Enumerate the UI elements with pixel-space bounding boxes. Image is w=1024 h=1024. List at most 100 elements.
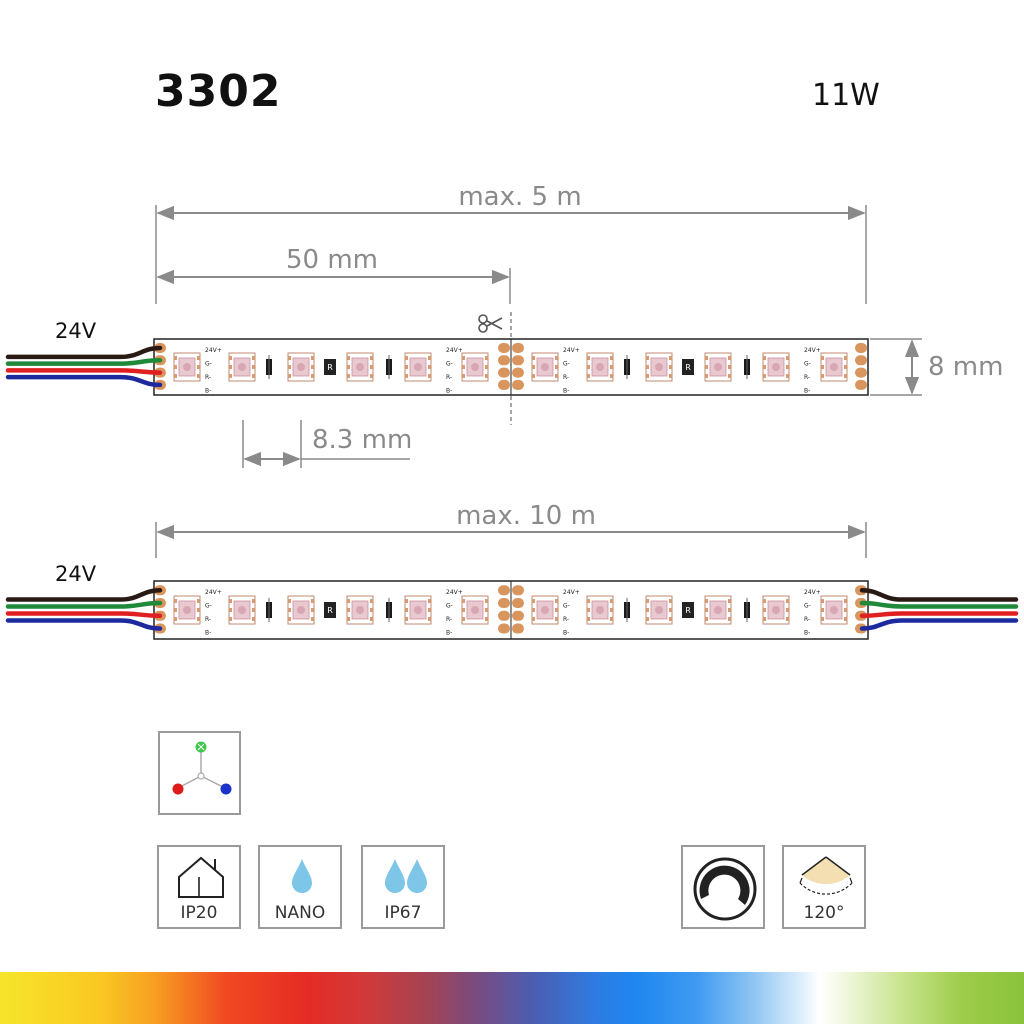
solder-pad	[498, 379, 510, 390]
smd-led	[461, 595, 489, 625]
solder-pad	[498, 585, 510, 596]
pad-label: R-	[205, 616, 211, 623]
led-strip-1: 24V+G-R-B-24V+G-R-B-24V+G-R-B-24V+G-R-B-…	[5, 338, 869, 396]
pad-label: R-	[563, 616, 569, 623]
double-drop-icon	[385, 859, 427, 893]
pad-label: 24V+	[446, 589, 463, 596]
pad-label: B-	[804, 388, 810, 395]
smd-led	[173, 352, 201, 382]
water-drop-icon	[292, 859, 312, 893]
solder-pad	[498, 367, 510, 378]
smd-led	[762, 595, 790, 625]
solder-pad	[512, 585, 524, 596]
pad-label: G-	[446, 361, 453, 368]
house-icon	[178, 856, 224, 898]
pad-label: 24V+	[446, 347, 463, 354]
smd-led	[228, 595, 256, 625]
solder-pad	[855, 367, 867, 378]
svg-text:R: R	[685, 363, 691, 372]
smd-led	[404, 595, 432, 625]
wire	[859, 600, 1019, 609]
led-strip-2: 24V+G-R-B-24V+G-R-B-24V+G-R-B-24V+G-R-B-…	[5, 580, 1019, 640]
solder-pad	[498, 623, 510, 634]
svg-text:R: R	[685, 606, 691, 615]
diode	[266, 355, 272, 379]
pad-label: R-	[563, 374, 569, 381]
svg-text:R: R	[327, 363, 333, 372]
rgb-channels-box	[158, 731, 241, 815]
dimmer-dial-icon	[693, 857, 757, 921]
pad-label: G-	[804, 603, 811, 610]
led-pitch-label: 8.3 mm	[312, 425, 412, 455]
pad-label: R-	[804, 374, 810, 381]
smd-led	[531, 352, 559, 382]
pad-label: B-	[446, 388, 452, 395]
wire	[5, 600, 163, 609]
pad-label: B-	[205, 388, 211, 395]
wire	[5, 345, 163, 360]
power-rating: 11W	[812, 78, 880, 113]
max-length-10m-label: max. 10 m	[456, 501, 596, 531]
solder-pad	[855, 342, 867, 353]
wire	[5, 368, 163, 375]
solder-pad	[498, 610, 510, 621]
wire	[5, 358, 163, 366]
pad-label: B-	[804, 630, 810, 637]
diode	[624, 355, 630, 379]
pad-label: G-	[205, 361, 212, 368]
smd-led	[346, 352, 374, 382]
resistor: R	[682, 602, 694, 618]
pad-label: 24V+	[205, 347, 222, 354]
diode	[386, 355, 392, 379]
solder-pad	[512, 355, 524, 366]
smd-led	[820, 352, 848, 382]
strip-diagram: max. 5 m 50 mm 8 mm 8.3 mm 24V 24V 24V+G…	[5, 182, 1019, 640]
diode	[386, 598, 392, 622]
smd-led	[762, 352, 790, 382]
ip20-label: IP20	[180, 903, 218, 923]
pad-label: R-	[446, 616, 452, 623]
pad-label: R-	[804, 616, 810, 623]
strip2-voltage-label: 24V	[55, 562, 97, 586]
solder-pad	[512, 367, 524, 378]
diode	[744, 598, 750, 622]
svg-text:R: R	[327, 606, 333, 615]
max-length-label: max. 5 m	[458, 182, 581, 212]
pad-label: B-	[563, 388, 569, 395]
solder-pad	[512, 342, 524, 353]
pad-label: G-	[446, 603, 453, 610]
resistor: R	[324, 359, 336, 375]
pad-label: 24V+	[205, 589, 222, 596]
solder-pad	[498, 355, 510, 366]
solder-pad	[855, 379, 867, 390]
smd-led	[404, 352, 432, 382]
smd-led	[346, 595, 374, 625]
solder-pad	[512, 598, 524, 609]
smd-led	[586, 595, 614, 625]
solder-pad	[855, 355, 867, 366]
pad-label: 24V+	[804, 589, 821, 596]
pad-label: R-	[205, 374, 211, 381]
pad-label: 24V+	[563, 347, 580, 354]
wire	[5, 374, 163, 388]
resistor: R	[682, 359, 694, 375]
smd-led	[820, 595, 848, 625]
pad-label: R-	[446, 374, 452, 381]
smd-led	[461, 352, 489, 382]
strip1-voltage-label: 24V	[55, 319, 97, 343]
diode	[744, 355, 750, 379]
smd-led	[586, 352, 614, 382]
wire	[859, 588, 1019, 602]
smd-led	[531, 595, 559, 625]
pad-label: G-	[563, 361, 570, 368]
segment-length-label: 50 mm	[286, 245, 378, 275]
beam-angle-icon	[799, 856, 853, 895]
smd-led	[645, 352, 673, 382]
pad-label: B-	[205, 630, 211, 637]
pad-label: 24V+	[804, 347, 821, 354]
wire	[859, 618, 1019, 631]
wire	[5, 618, 163, 631]
nano-label: NANO	[274, 903, 326, 923]
wire	[5, 588, 163, 602]
solder-pad	[512, 610, 524, 621]
